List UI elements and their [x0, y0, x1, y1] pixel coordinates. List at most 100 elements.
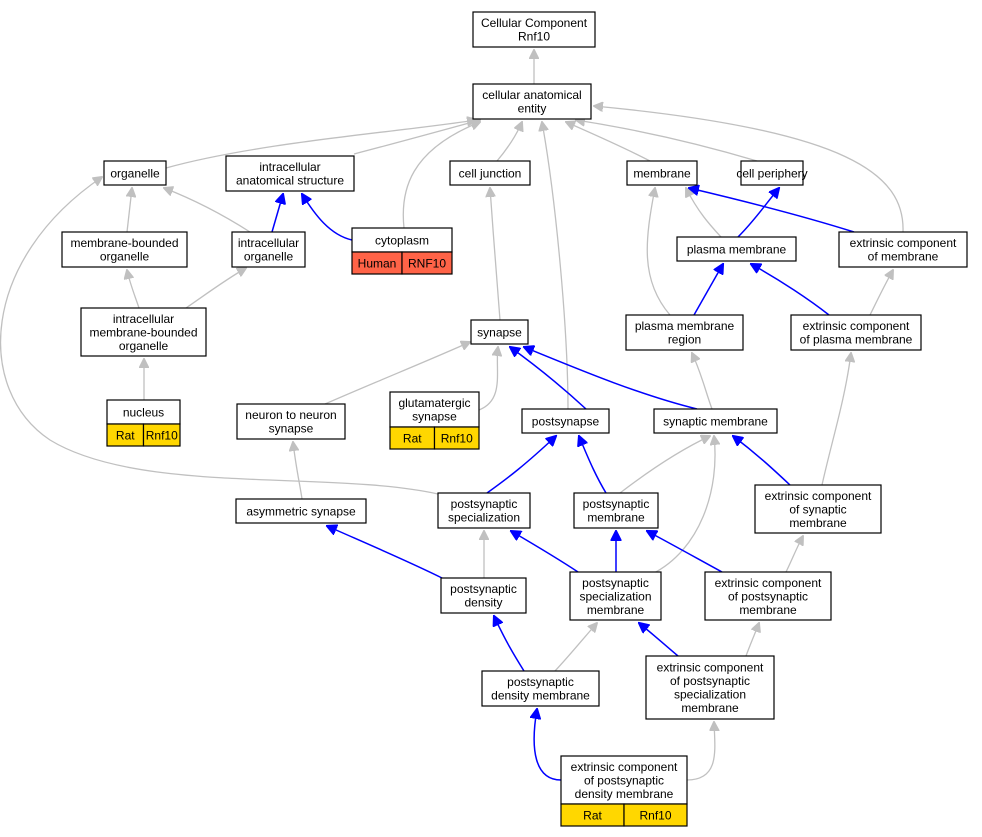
node-label-line: membrane — [587, 603, 645, 617]
node-celljunction[interactable]: cell junction — [449, 160, 531, 186]
node-label-line: organelle — [100, 250, 150, 264]
node-label-line: extrinsic component — [571, 760, 678, 774]
edge-io-to-organelle — [164, 188, 251, 233]
edge-ecpsdm-to-psdm — [534, 709, 562, 781]
node-box — [80, 307, 207, 357]
edge-imbo-to-mbo — [127, 270, 140, 309]
node-label-line: synaptic membrane — [663, 414, 768, 428]
node-label-line: membrane — [633, 166, 691, 180]
edge-ecpm-to-ecm — [869, 270, 893, 316]
node-membrane[interactable]: membrane — [626, 160, 698, 186]
node-box — [235, 498, 367, 524]
node-label-line: extrinsic component — [803, 319, 910, 333]
node-label-line: of postsynaptic — [728, 589, 808, 603]
node-label-line: cellular anatomical — [482, 88, 581, 102]
node-label-line: specialization — [674, 688, 746, 702]
node-box — [440, 577, 527, 614]
node-synapse[interactable]: synapse — [470, 319, 529, 345]
node-box — [472, 11, 596, 48]
annotation-tag-label: Rnf10 — [639, 808, 671, 822]
edge-pssm-to-synmem — [651, 436, 715, 575]
node-box — [573, 492, 659, 529]
node-box — [437, 492, 531, 529]
node-postsynapse[interactable]: postsynapse — [521, 408, 610, 434]
node-cellperiphery[interactable]: cell periphery — [736, 160, 808, 186]
annotation-tag-label: Rnf10 — [146, 428, 178, 442]
node-label-line: cytoplasm — [375, 233, 429, 247]
node-box — [625, 314, 744, 351]
edge-ecpm-to-pm — [751, 264, 830, 316]
edge-pm-to-membrane — [686, 188, 722, 238]
edge-cellperiphery-to-cae — [576, 120, 758, 162]
node-label-line: postsynaptic — [450, 582, 517, 596]
annotation-tag-label: Rat — [403, 431, 422, 445]
node-box — [838, 231, 968, 268]
node-box — [61, 231, 188, 268]
edge-psm-to-synmem — [619, 436, 710, 494]
node-label-line: intracellular — [259, 160, 320, 174]
edge-pss-to-organelle — [0, 177, 439, 495]
edge-ecsm-to-synmem — [733, 436, 791, 486]
node-asym[interactable]: asymmetric synapse — [235, 498, 367, 524]
node-organelle[interactable]: organelle — [103, 160, 167, 186]
node-label-line: postsynaptic — [582, 576, 649, 590]
edge-psd-to-asym — [327, 526, 443, 579]
node-label-line: entity — [518, 102, 547, 116]
node-label-line: density — [464, 596, 502, 610]
edge-synapse-to-celljunction — [490, 188, 501, 321]
node-label-line: nucleus — [123, 405, 164, 419]
edge-ecpsm-to-ecsm — [785, 536, 803, 573]
node-label-line: cell junction — [459, 166, 522, 180]
annotation-tag-label: Human — [358, 256, 397, 270]
node-label-line: neuron to neuron — [245, 408, 336, 422]
annotation-tag-label: Rnf10 — [441, 431, 473, 445]
node-label-line: specialization — [448, 511, 520, 525]
node-label-line: synapse — [477, 325, 522, 339]
node-label-line: postsynapse — [532, 414, 600, 428]
node-label-line: membrane — [681, 701, 739, 715]
annotation-tag-label: Rat — [116, 428, 135, 442]
annotation-tag-rat — [623, 803, 688, 827]
node-box — [103, 160, 167, 186]
edge-ias-to-cae — [353, 120, 480, 155]
edge-cytoplasm-to-cae — [402, 122, 480, 229]
node-pm[interactable]: plasma membrane — [676, 236, 797, 262]
node-label-line: membrane-bounded — [89, 325, 197, 339]
node-box — [472, 83, 592, 120]
edge-celljunction-to-cae — [496, 122, 522, 162]
node-label-line: extrinsic component — [850, 236, 957, 250]
node-label-line: extrinsic component — [657, 661, 764, 675]
node-label-line: asymmetric synapse — [246, 504, 356, 518]
node-synmem[interactable]: synaptic membrane — [653, 408, 778, 434]
node-label-line: anatomical structure — [236, 174, 344, 188]
node-box — [521, 408, 610, 434]
edge-pm-to-cellperiphery — [737, 188, 779, 238]
node-box — [754, 484, 882, 534]
node-box — [740, 160, 804, 186]
node-box — [481, 670, 600, 707]
node-label-line: cell periphery — [736, 166, 807, 180]
